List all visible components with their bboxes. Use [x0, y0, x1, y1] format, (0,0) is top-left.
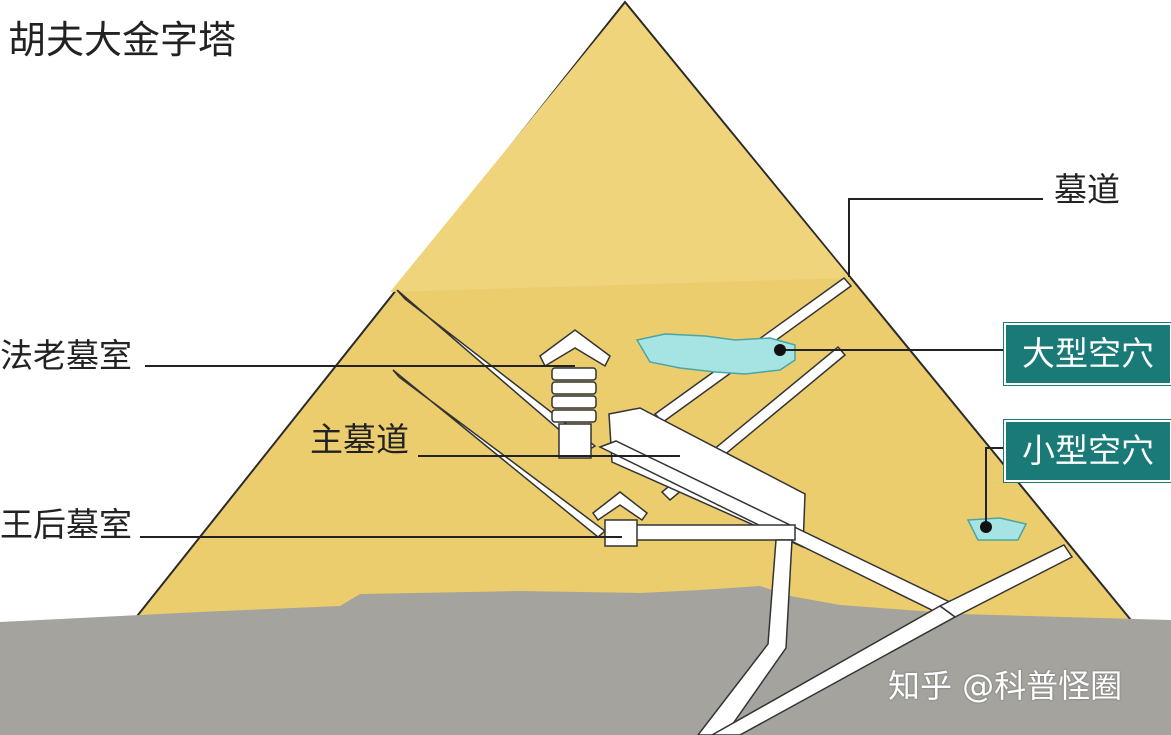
small-void-leader — [985, 447, 1004, 527]
queen-chamber — [591, 491, 649, 547]
pyramid-upper-band — [390, 4, 850, 292]
large-void-label: 大型空穴 — [1004, 323, 1171, 385]
large-void-shape — [635, 333, 796, 375]
ground — [0, 586, 1171, 735]
passages — [392, 276, 1074, 735]
lower-deep-passage — [710, 605, 957, 735]
pharaoh-chamber — [539, 329, 611, 459]
small-void-dot — [980, 521, 992, 533]
small-void-shape — [966, 517, 1028, 541]
main-passage-label: 主墓道 — [310, 420, 409, 459]
pharaoh-chamber-label: 法老墓室 — [0, 336, 132, 375]
tomb-passage-leader — [848, 198, 1043, 277]
diagram-title: 胡夫大金字塔 — [8, 18, 237, 62]
queen-corridor — [635, 524, 796, 541]
tomb-passage-label: 墓道 — [1054, 170, 1120, 209]
large-void-dot — [774, 344, 786, 356]
deep-shaft — [697, 539, 793, 735]
upper-tomb-passage — [396, 289, 597, 453]
leader-lines — [140, 198, 1043, 538]
watermark: 知乎 @科普怪圈 — [888, 667, 1123, 705]
queen-chamber-label: 王后墓室 — [0, 505, 132, 544]
small-void-label: 小型空穴 — [1004, 420, 1171, 482]
